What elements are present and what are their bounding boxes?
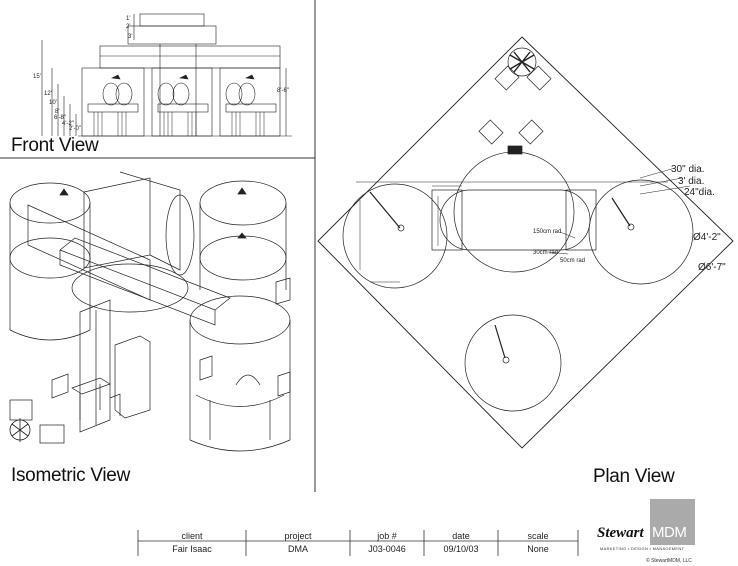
logo-wordmark: Stewart xyxy=(597,525,644,541)
dim-150cm: 150cm rad xyxy=(533,229,561,235)
isometric-view-drawing xyxy=(9,171,291,452)
dim-3-dia: 3' dia. xyxy=(678,176,704,187)
copyright-text: © StewartMDM, LLC xyxy=(646,558,692,564)
dim-top1: 1' xyxy=(126,16,130,22)
title-block-lines xyxy=(137,530,579,556)
date-label: date xyxy=(452,531,470,541)
dim-top2: 2' xyxy=(126,24,130,30)
dim-10: 10' xyxy=(49,100,57,106)
dim-2: 2'-0" xyxy=(69,126,81,132)
project-cell: project DMA xyxy=(246,527,350,557)
dim-radius-1: Ø4'-2" xyxy=(693,232,721,243)
dim-8: 8' xyxy=(55,109,59,115)
dim-12: 12' xyxy=(44,91,52,97)
dim-top3: 3' xyxy=(128,34,132,40)
dim-overall: 15' xyxy=(33,74,41,80)
dim-24-dia: 24"dia. xyxy=(684,187,715,198)
scale-label: scale xyxy=(527,531,549,541)
dim-30-dia: 30" dia. xyxy=(671,164,705,175)
dim-4: 4'-2" xyxy=(62,121,74,127)
plan-view-dimensions: 30" dia. 3' dia. 24"dia. Ø4'-2" Ø6'-7" 1… xyxy=(533,164,726,273)
project-label: project xyxy=(284,531,312,541)
job-cell: job # J03-0046 xyxy=(350,527,424,557)
scale-value: None xyxy=(527,544,549,554)
dim-side: 8'-6" xyxy=(277,88,289,94)
plan-view-drawing xyxy=(317,36,734,449)
front-view-drawing xyxy=(41,13,292,137)
plan-view-label: Plan View xyxy=(593,466,675,487)
job-label: job # xyxy=(377,531,397,541)
logo-box xyxy=(650,499,695,545)
client-value: Fair Isaac xyxy=(172,544,212,554)
client-cell: client Fair Isaac xyxy=(138,527,246,557)
logo-mdm: MDM xyxy=(652,524,687,541)
isometric-view-label: Isometric View xyxy=(11,465,130,486)
company-logo: Stewart MDM MARKETING • DESIGN • MANAGEM… xyxy=(597,499,697,557)
job-value: J03-0046 xyxy=(368,544,406,554)
client-label: client xyxy=(181,531,203,541)
dim-50cm: 50cm rad xyxy=(560,258,585,264)
dim-radius-2: Ø6'-7" xyxy=(698,262,726,273)
dim-30cm: 30cm rad xyxy=(533,250,558,256)
project-value: DMA xyxy=(288,544,308,554)
dim-6: 6'-8" xyxy=(54,115,66,121)
front-view-dimensions: 15' 12' 10' 8' 6'-8" 4'-2" 2'-0" 8'-6" 1… xyxy=(33,16,289,132)
date-cell: date 09/10/03 xyxy=(424,527,498,557)
scale-cell: scale None xyxy=(498,527,578,557)
front-view-label: Front View xyxy=(11,135,99,156)
title-block: client Fair Isaac project DMA job # J03-… xyxy=(138,527,578,557)
date-value: 09/10/03 xyxy=(443,544,479,554)
logo-tagline: MARKETING • DESIGN • MANAGEMENT xyxy=(600,546,685,551)
